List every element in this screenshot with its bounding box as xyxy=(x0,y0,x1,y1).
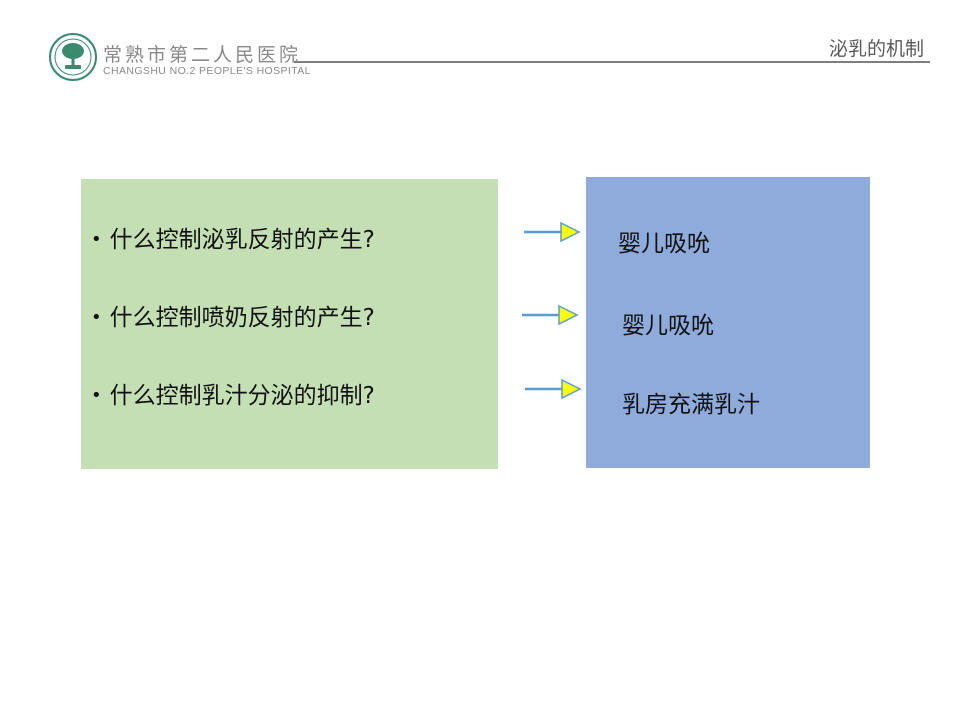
answer-text: 婴儿吸吮 xyxy=(622,313,714,339)
question-text: 什么控制乳汁分泌的抑制? xyxy=(109,383,375,409)
questions-panel xyxy=(81,179,498,469)
bullet-icon: • xyxy=(91,385,102,406)
arrow-right-icon xyxy=(524,221,581,243)
question-text: 什么控制喷奶反射的产生? xyxy=(109,305,375,331)
answer-text: 乳房充满乳汁 xyxy=(622,392,760,418)
slide-title: 泌乳的机制 xyxy=(828,38,924,60)
bullet-icon: • xyxy=(91,229,102,250)
answer-text: 婴儿吸吮 xyxy=(618,231,710,257)
hospital-logo: 常熟市第二人民医院 CHANGSHU NO.2 PEOPLE'S HOSPITA… xyxy=(48,32,311,84)
hospital-name-en: CHANGSHU NO.2 PEOPLE'S HOSPITAL xyxy=(103,65,311,77)
question-item: • 什么控制喷奶反射的产生? xyxy=(91,298,375,332)
hospital-name-cn: 常熟市第二人民医院 xyxy=(103,44,302,66)
answers-panel xyxy=(586,177,870,468)
question-item: • 什么控制泌乳反射的产生? xyxy=(91,220,375,254)
question-text: 什么控制泌乳反射的产生? xyxy=(109,227,375,253)
arrow-right-icon xyxy=(525,378,582,400)
arrow-right-icon xyxy=(522,304,579,326)
title-divider xyxy=(294,61,930,63)
hospital-emblem-icon xyxy=(49,33,97,81)
bullet-icon: • xyxy=(91,307,102,328)
question-item: • 什么控制乳汁分泌的抑制? xyxy=(91,376,375,410)
